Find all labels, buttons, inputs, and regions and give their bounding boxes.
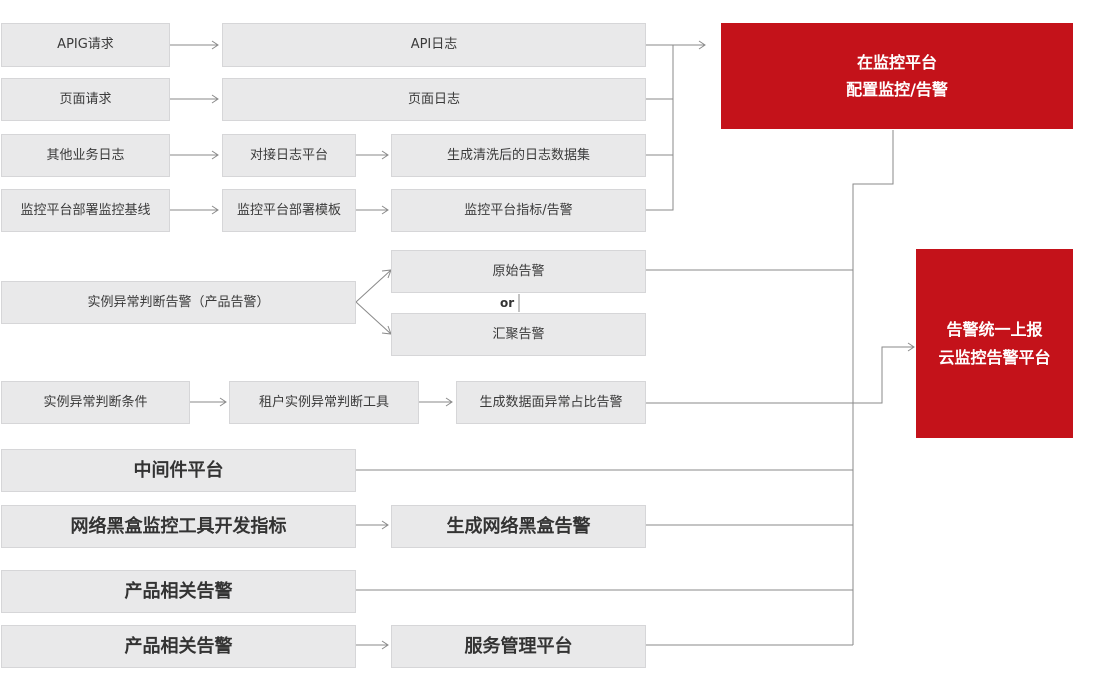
metrics-alert-box: 监控平台指标/告警 [391,189,646,232]
page-log-box: 页面日志 [222,78,646,121]
api-log-box: API日志 [222,23,646,67]
page-request-box: 页面请求 [1,78,170,121]
raw-alert-box: 原始告警 [391,250,646,293]
raw-alert-label: 原始告警 [492,263,545,279]
unified-report-line-1: 告警统一上报 [946,320,1043,340]
unified-report-line-2: 云监控告警平台 [938,347,1051,367]
api-log-label: API日志 [410,37,458,53]
monitor-config-box: 在监控平台 配置监控/告警 [721,23,1073,129]
instance-alert-box: 实例异常判断告警（产品告警） [1,281,356,324]
page-request-label: 页面请求 [59,91,112,107]
apig-request-label: APIG请求 [57,37,114,53]
or-label: or [500,296,515,310]
blackbox-tool-label: 网络黑盒监控工具开发指标 [70,515,287,537]
product-alert-box-2: 产品相关告警 [1,625,356,668]
service-platform-box: 服务管理平台 [391,625,646,668]
product-alert-label-1: 产品相关告警 [124,580,233,602]
metrics-alert-label: 监控平台指标/告警 [464,202,573,218]
ratio-alert-label: 生成数据面异常占比告警 [479,394,623,410]
aggregated-alert-label: 汇聚告警 [492,326,545,342]
instance-condition-label: 实例异常判断条件 [43,394,148,410]
product-alert-label-2: 产品相关告警 [124,635,233,657]
deploy-template-label: 监控平台部署模板 [236,202,341,218]
blackbox-alert-label: 生成网络黑盒告警 [446,515,591,537]
page-log-label: 页面日志 [407,91,460,107]
service-platform-label: 服务管理平台 [464,635,573,657]
blackbox-alert-box: 生成网络黑盒告警 [391,505,646,548]
monitor-config-line-2: 配置监控/告警 [846,80,948,99]
monitor-config-line-1: 在监控平台 [856,52,937,72]
middleware-platform-label: 中间件平台 [133,459,224,481]
log-platform-box: 对接日志平台 [222,134,356,177]
middleware-platform-box: 中间件平台 [1,449,356,492]
unified-report-box: 告警统一上报 云监控告警平台 [916,249,1073,438]
monitor-baseline-label: 监控平台部署监控基线 [20,202,151,218]
monitor-baseline-box: 监控平台部署监控基线 [1,189,170,232]
cleaned-logs-box: 生成清洗后的日志数据集 [391,134,646,177]
business-log-label: 其他业务日志 [46,147,125,163]
cleaned-logs-label: 生成清洗后的日志数据集 [446,147,590,163]
product-alert-box-1: 产品相关告警 [1,570,356,613]
tenant-tool-box: 租户实例异常判断工具 [229,381,419,424]
instance-alert-label: 实例异常判断告警（产品告警） [87,294,270,310]
tenant-tool-label: 租户实例异常判断工具 [258,394,389,410]
ratio-alert-box: 生成数据面异常占比告警 [456,381,646,424]
aggregated-alert-box: 汇聚告警 [391,313,646,356]
log-platform-label: 对接日志平台 [249,147,328,163]
deploy-template-box: 监控平台部署模板 [222,189,356,232]
instance-condition-box: 实例异常判断条件 [1,381,190,424]
apig-request-box: APIG请求 [1,23,170,67]
blackbox-tool-box: 网络黑盒监控工具开发指标 [1,505,356,548]
business-log-box: 其他业务日志 [1,134,170,177]
